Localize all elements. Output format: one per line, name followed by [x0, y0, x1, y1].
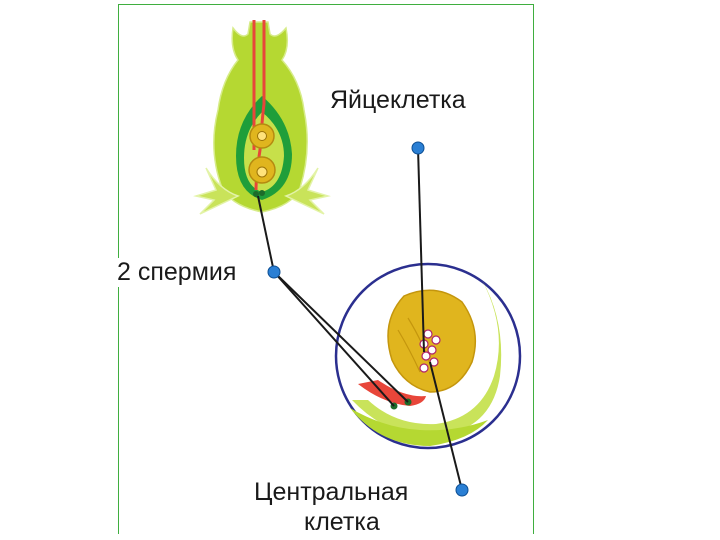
label-two-sperms: 2 спермия: [117, 258, 238, 287]
label-egg-cell: Яйцеклетка: [330, 86, 466, 115]
marker-egg: [412, 142, 424, 154]
marker-central: [456, 484, 468, 496]
sperm-dot: [259, 190, 265, 196]
ovule-enlargement: [336, 264, 520, 448]
label-central-cell-line1: Центральная: [254, 478, 408, 507]
marker-sperm: [268, 266, 280, 278]
ovule-nucleus: [257, 167, 267, 177]
ovule-nucleus: [258, 132, 267, 141]
label-central-cell-line2: клетка: [302, 508, 382, 537]
pistil-illustration: [196, 20, 328, 214]
